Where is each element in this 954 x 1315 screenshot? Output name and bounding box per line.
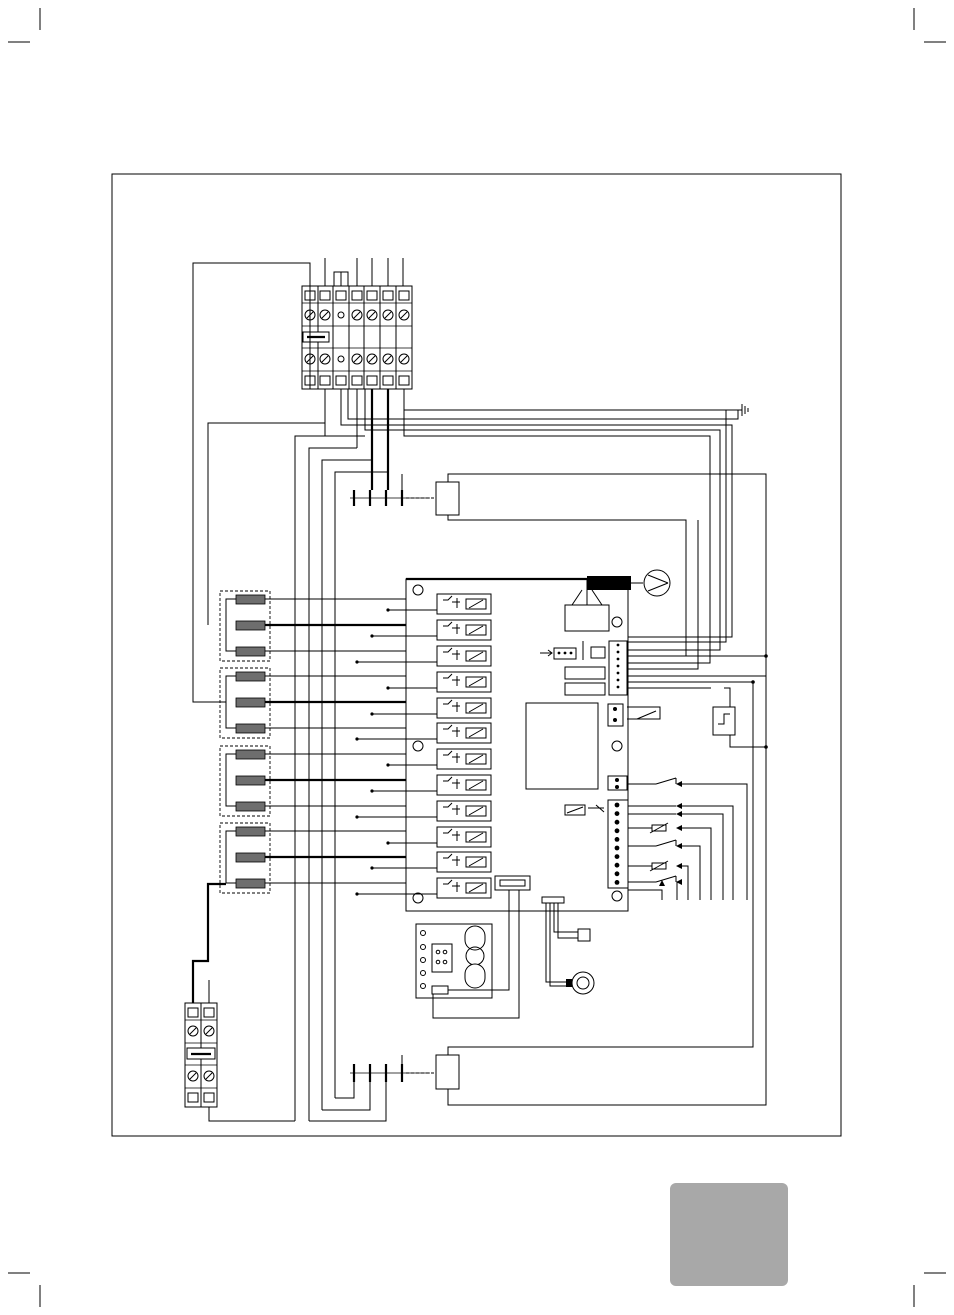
control-board [355, 579, 628, 911]
heater-element [236, 827, 265, 836]
incoming-wires [325, 258, 403, 286]
arrow-icon [676, 843, 682, 849]
flow-sensor-icon [542, 897, 594, 994]
terminal-pin [615, 871, 620, 876]
arrow-icon [676, 803, 682, 809]
pin [617, 679, 620, 682]
terminal-cap [383, 291, 393, 300]
heater-element [236, 621, 265, 630]
terminal-cap [399, 291, 409, 300]
terminal-pin [615, 854, 620, 859]
heater-element [236, 698, 265, 707]
terminal-pin [615, 828, 620, 833]
terminal-cap [336, 291, 346, 300]
bottom-contactor [309, 1055, 459, 1121]
pin [617, 651, 620, 654]
terminal-cap [383, 376, 393, 385]
lower-terminal-block [185, 884, 295, 1121]
terminal-cap [352, 376, 362, 385]
page-tab [670, 1183, 788, 1286]
heater-element [236, 853, 265, 862]
pin [617, 658, 620, 661]
terminal-cap [320, 376, 330, 385]
arrow-icon [676, 811, 682, 817]
heater-element [236, 724, 265, 733]
thermostat-icon [713, 688, 766, 747]
heater-element [236, 750, 265, 759]
terminal-pin [615, 820, 620, 825]
heater-element [236, 672, 265, 681]
terminal-pin [615, 811, 620, 816]
pin [617, 665, 620, 668]
terminal-cap [367, 291, 377, 300]
pin [617, 644, 620, 647]
heater-element [236, 776, 265, 785]
arrow-icon [676, 863, 682, 869]
arrow-icon [676, 825, 682, 831]
pin [617, 686, 620, 689]
sensor-arrows [659, 781, 682, 886]
heater-element [236, 595, 265, 604]
heater-element [236, 802, 265, 811]
arrow-icon [676, 781, 682, 787]
terminal-cap [336, 376, 346, 385]
terminal-pin [615, 880, 620, 885]
terminal-cap [399, 376, 409, 385]
terminal-pin [615, 863, 620, 868]
heater-element [236, 647, 265, 656]
ground-icon [404, 389, 748, 416]
terminal-pin [615, 837, 620, 842]
terminal-pin [615, 846, 620, 851]
pin [617, 672, 620, 675]
heater-element [236, 879, 265, 888]
main-terminal-block [302, 286, 412, 389]
terminal-pin [615, 803, 620, 808]
terminal-cap [367, 376, 377, 385]
terminal-cap [320, 291, 330, 300]
terminal-cap [352, 291, 362, 300]
